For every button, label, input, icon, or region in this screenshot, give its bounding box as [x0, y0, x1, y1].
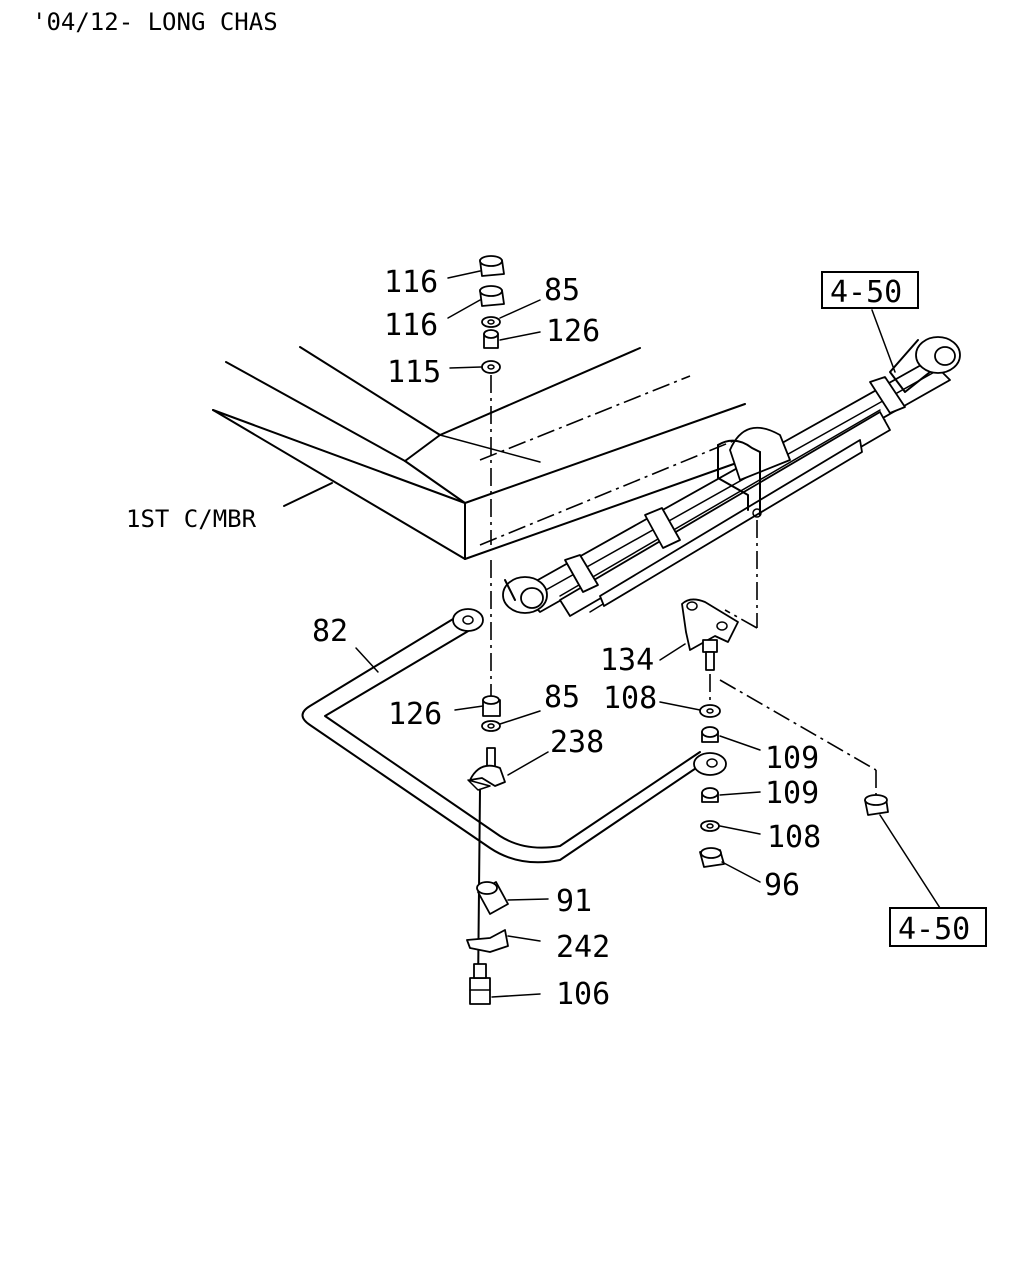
callout-109-a: 109 [765, 741, 819, 776]
right-hardware-stack [699, 704, 889, 868]
callout-96: 96 [764, 868, 800, 903]
callout-115: 115 [387, 355, 441, 390]
lower-left-hardware [466, 695, 509, 1005]
callout-82: 82 [312, 614, 348, 649]
callout-108-a: 108 [603, 681, 657, 716]
ref-box-top[interactable]: 4-50 [821, 271, 919, 310]
ref-box-top-label: 4-50 [830, 275, 902, 310]
callout-134: 134 [600, 643, 654, 678]
callout-116-a: 116 [384, 265, 438, 300]
callout-106: 106 [556, 977, 610, 1012]
callout-238: 238 [550, 725, 604, 760]
crossmember [212, 346, 761, 560]
callout-109-b: 109 [765, 776, 819, 811]
callout-85-a: 85 [544, 273, 580, 308]
ref-box-bottom-label: 4-50 [898, 912, 970, 947]
callout-85-b: 85 [544, 680, 580, 715]
callout-116-b: 116 [384, 308, 438, 343]
callout-126-b: 126 [388, 697, 442, 732]
frame-label: 1ST C/MBR [126, 505, 257, 533]
page-title: '04/12- LONG CHAS [32, 8, 278, 36]
callout-108-b: 108 [767, 820, 821, 855]
ref-box-bottom[interactable]: 4-50 [889, 907, 987, 947]
callout-91: 91 [556, 884, 592, 919]
callout-242: 242 [556, 930, 610, 965]
callout-126-a: 126 [546, 314, 600, 349]
bracket-134 [681, 598, 739, 671]
upper-hardware-stack [479, 255, 505, 374]
leaf-spring [502, 336, 961, 617]
stabilizer-bar [301, 608, 727, 864]
